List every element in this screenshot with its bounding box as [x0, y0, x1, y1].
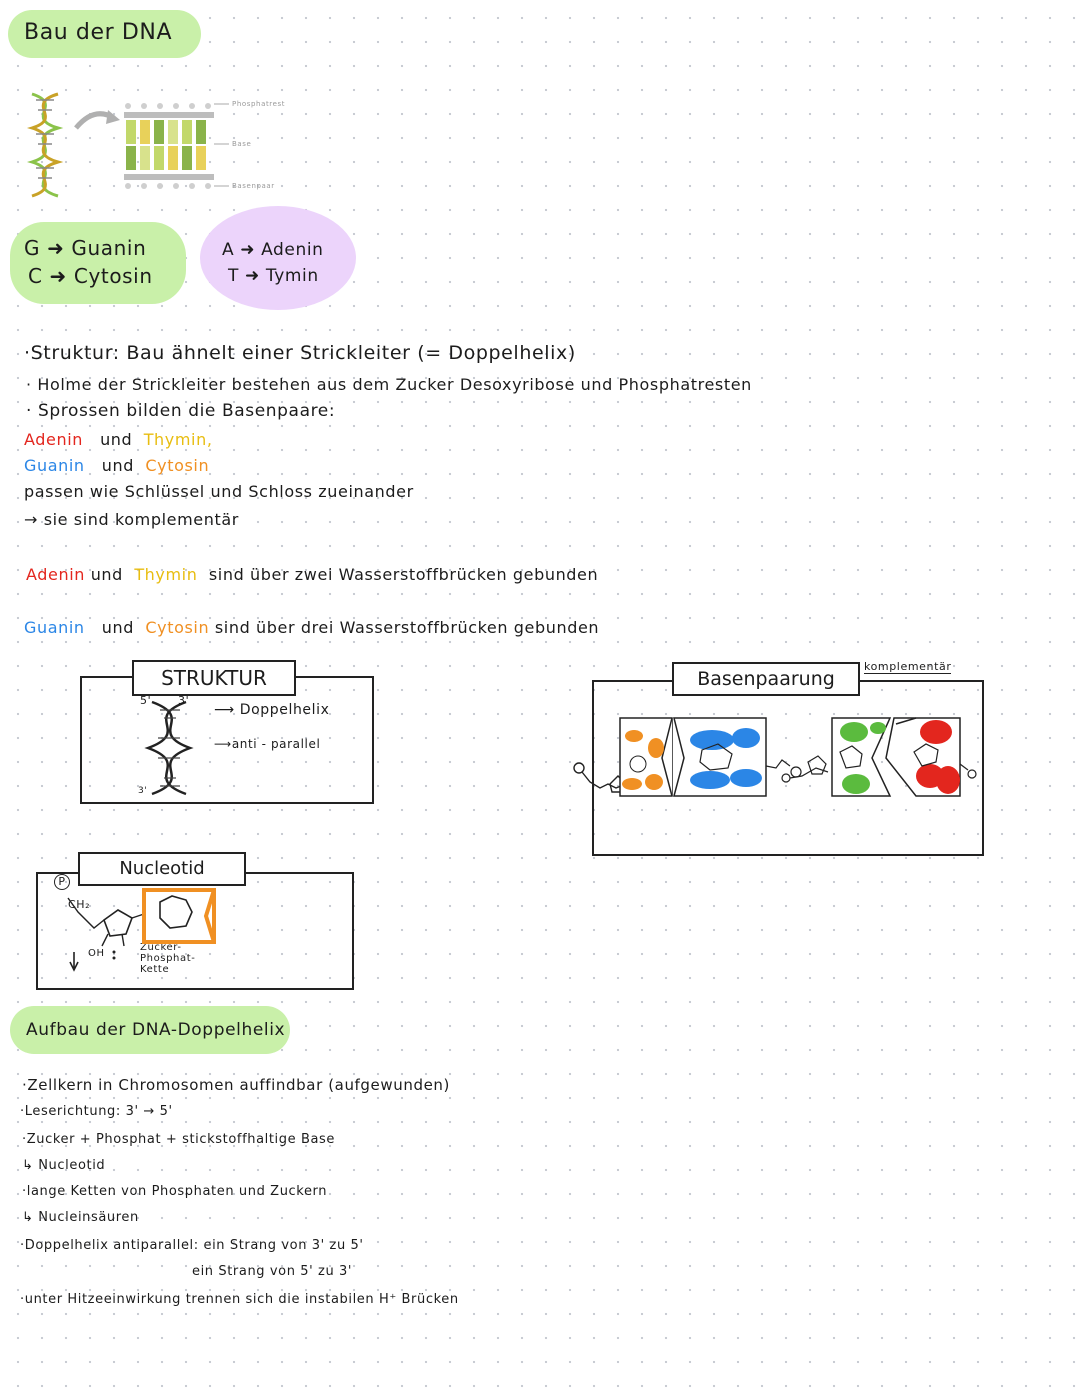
- word-und: und: [90, 565, 123, 584]
- abbrev-g-letter: G: [24, 236, 41, 260]
- section2-line-9: ·unter Hitzeeinwirkung trennen sich die …: [20, 1292, 459, 1307]
- arrow-right-icon: ➜: [47, 236, 72, 260]
- note-line-1: ·Struktur: Bau ähnelt einer Strickleiter…: [24, 342, 576, 364]
- abbrev-a: A ➜ Adenin: [222, 240, 324, 260]
- abbrev-c-letter: C: [28, 264, 43, 288]
- struktur-title: STRUKTUR: [132, 660, 296, 696]
- section2-highlight: [10, 1006, 290, 1054]
- note-pair-1: Adenin und Thymin,: [24, 430, 213, 449]
- arrow-right-icon: ➜: [240, 240, 262, 260]
- word-adenin: Adenin: [24, 430, 83, 449]
- abbrev-c-name: Cytosin: [73, 264, 153, 288]
- phosphate-label: P: [54, 874, 70, 890]
- bond-sentence-2: Guanin und Cytosin sind über drei Wasser…: [24, 618, 599, 637]
- sugar-phosphate-icon: [573, 762, 627, 793]
- page-title: Bau der DNA: [24, 20, 173, 45]
- helix-icon: [26, 92, 64, 198]
- note-line-2: · Holme der Strickleiter bestehen aus de…: [26, 375, 752, 394]
- abbrev-t: T ➜ Tymin: [228, 266, 319, 286]
- note-line-7: → sie sind komplementär: [24, 510, 239, 529]
- label-doppelhelix: Doppelhelix: [239, 702, 330, 718]
- section2-line-6: ↳ Nucleinsäuren: [22, 1210, 139, 1225]
- abbrev-green-highlight: [10, 222, 186, 304]
- double-helix-icon: [144, 700, 194, 796]
- abbrev-a-letter: A: [222, 240, 235, 260]
- base-pairing-figure: [573, 717, 977, 797]
- word-cytosin: Cytosin: [145, 618, 210, 637]
- arrow-right-icon: ⟶: [214, 702, 240, 718]
- helix-end-3-bottom: 3': [138, 786, 148, 796]
- word-thymin: Thymin,: [143, 430, 213, 449]
- note-pair-2: Guanin und Cytosin: [24, 456, 209, 475]
- word-und: und: [101, 456, 134, 475]
- helix-end-5: 5': [140, 694, 152, 707]
- chain-label: Zucker- Phosphat- Kette: [140, 942, 196, 975]
- komplementar-tag: komplementär: [864, 660, 952, 674]
- abbrev-purple-highlight: [200, 206, 356, 310]
- label-basenpaar: Basenpaar: [232, 182, 275, 190]
- dna-ladder-figure: [26, 92, 229, 198]
- word-und: und: [100, 430, 133, 449]
- abbrev-c: C ➜ Cytosin: [28, 264, 153, 288]
- helix-end-3: 3': [178, 694, 190, 707]
- section2-line-8: ein Strang von 5' zu 3': [192, 1264, 353, 1279]
- nucleotid-title: Nucleotid: [78, 852, 246, 886]
- section2-line-2: ·Leserichtung: 3' → 5': [20, 1104, 173, 1119]
- bond-sentence-1: Adenin und Thymin sind über zwei Wassers…: [26, 565, 598, 584]
- label-antiparallel: anti - parallel: [231, 737, 321, 751]
- abbrev-a-name: Adenin: [261, 240, 324, 260]
- ladder-icon: [124, 103, 229, 189]
- basenpaarung-title: Basenpaarung: [672, 662, 860, 696]
- oh-label: OH: [88, 948, 105, 959]
- word-und: und: [101, 618, 134, 637]
- word-guanin: Guanin: [24, 456, 85, 475]
- struktur-arrow-1: ⟶ Doppelhelix: [214, 702, 330, 718]
- arrow-right-icon: ➜: [49, 264, 74, 288]
- note-line-3: · Sprossen bilden die Basenpaare:: [26, 401, 336, 421]
- struktur-arrow-2: ⟶anti - parallel: [214, 737, 320, 751]
- phosphate-letter: P: [58, 875, 66, 888]
- arrow-right-icon: ⟶: [214, 737, 232, 751]
- label-phosphatrest: Phosphatrest: [232, 100, 286, 108]
- abbrev-g-name: Guanin: [71, 236, 147, 260]
- word-guanin: Guanin: [24, 618, 85, 637]
- label-base: Base: [232, 140, 252, 148]
- abbrev-g: G ➜ Guanin: [24, 236, 146, 260]
- word-thymin: Thymin: [134, 565, 198, 584]
- section2-line-7: ·Doppelhelix antiparallel: ein Strang vo…: [20, 1238, 364, 1253]
- section2-title: Aufbau der DNA-Doppelhelix: [26, 1020, 286, 1040]
- section2-line-5: ·lange Ketten von Phosphaten und Zuckern: [22, 1184, 328, 1199]
- abbrev-t-name: Tymin: [265, 266, 319, 286]
- title-highlight: [8, 10, 201, 58]
- arrow-right-icon: ➜: [245, 266, 266, 286]
- word-adenin: Adenin: [26, 565, 85, 584]
- section2-line-4: ↳ Nucleotid: [22, 1158, 106, 1173]
- abbrev-t-letter: T: [228, 266, 239, 286]
- note-line-6: passen wie Schlüssel und Schloss zueinan…: [24, 482, 414, 501]
- nucleotid-structure-icon: [67, 888, 216, 972]
- section2-line-1: ·Zellkern in Chromosomen auffindbar (auf…: [22, 1076, 450, 1094]
- ch2-label: CH₂: [68, 898, 91, 911]
- bond-text-2: sind über drei Wasserstoffbrücken gebund…: [214, 618, 600, 637]
- bond-text-1: sind über zwei Wasserstoffbrücken gebund…: [208, 565, 599, 584]
- section2-line-3: ·Zucker + Phosphat + stickstoffhaltige B…: [22, 1132, 336, 1147]
- word-cytosin: Cytosin: [145, 456, 210, 475]
